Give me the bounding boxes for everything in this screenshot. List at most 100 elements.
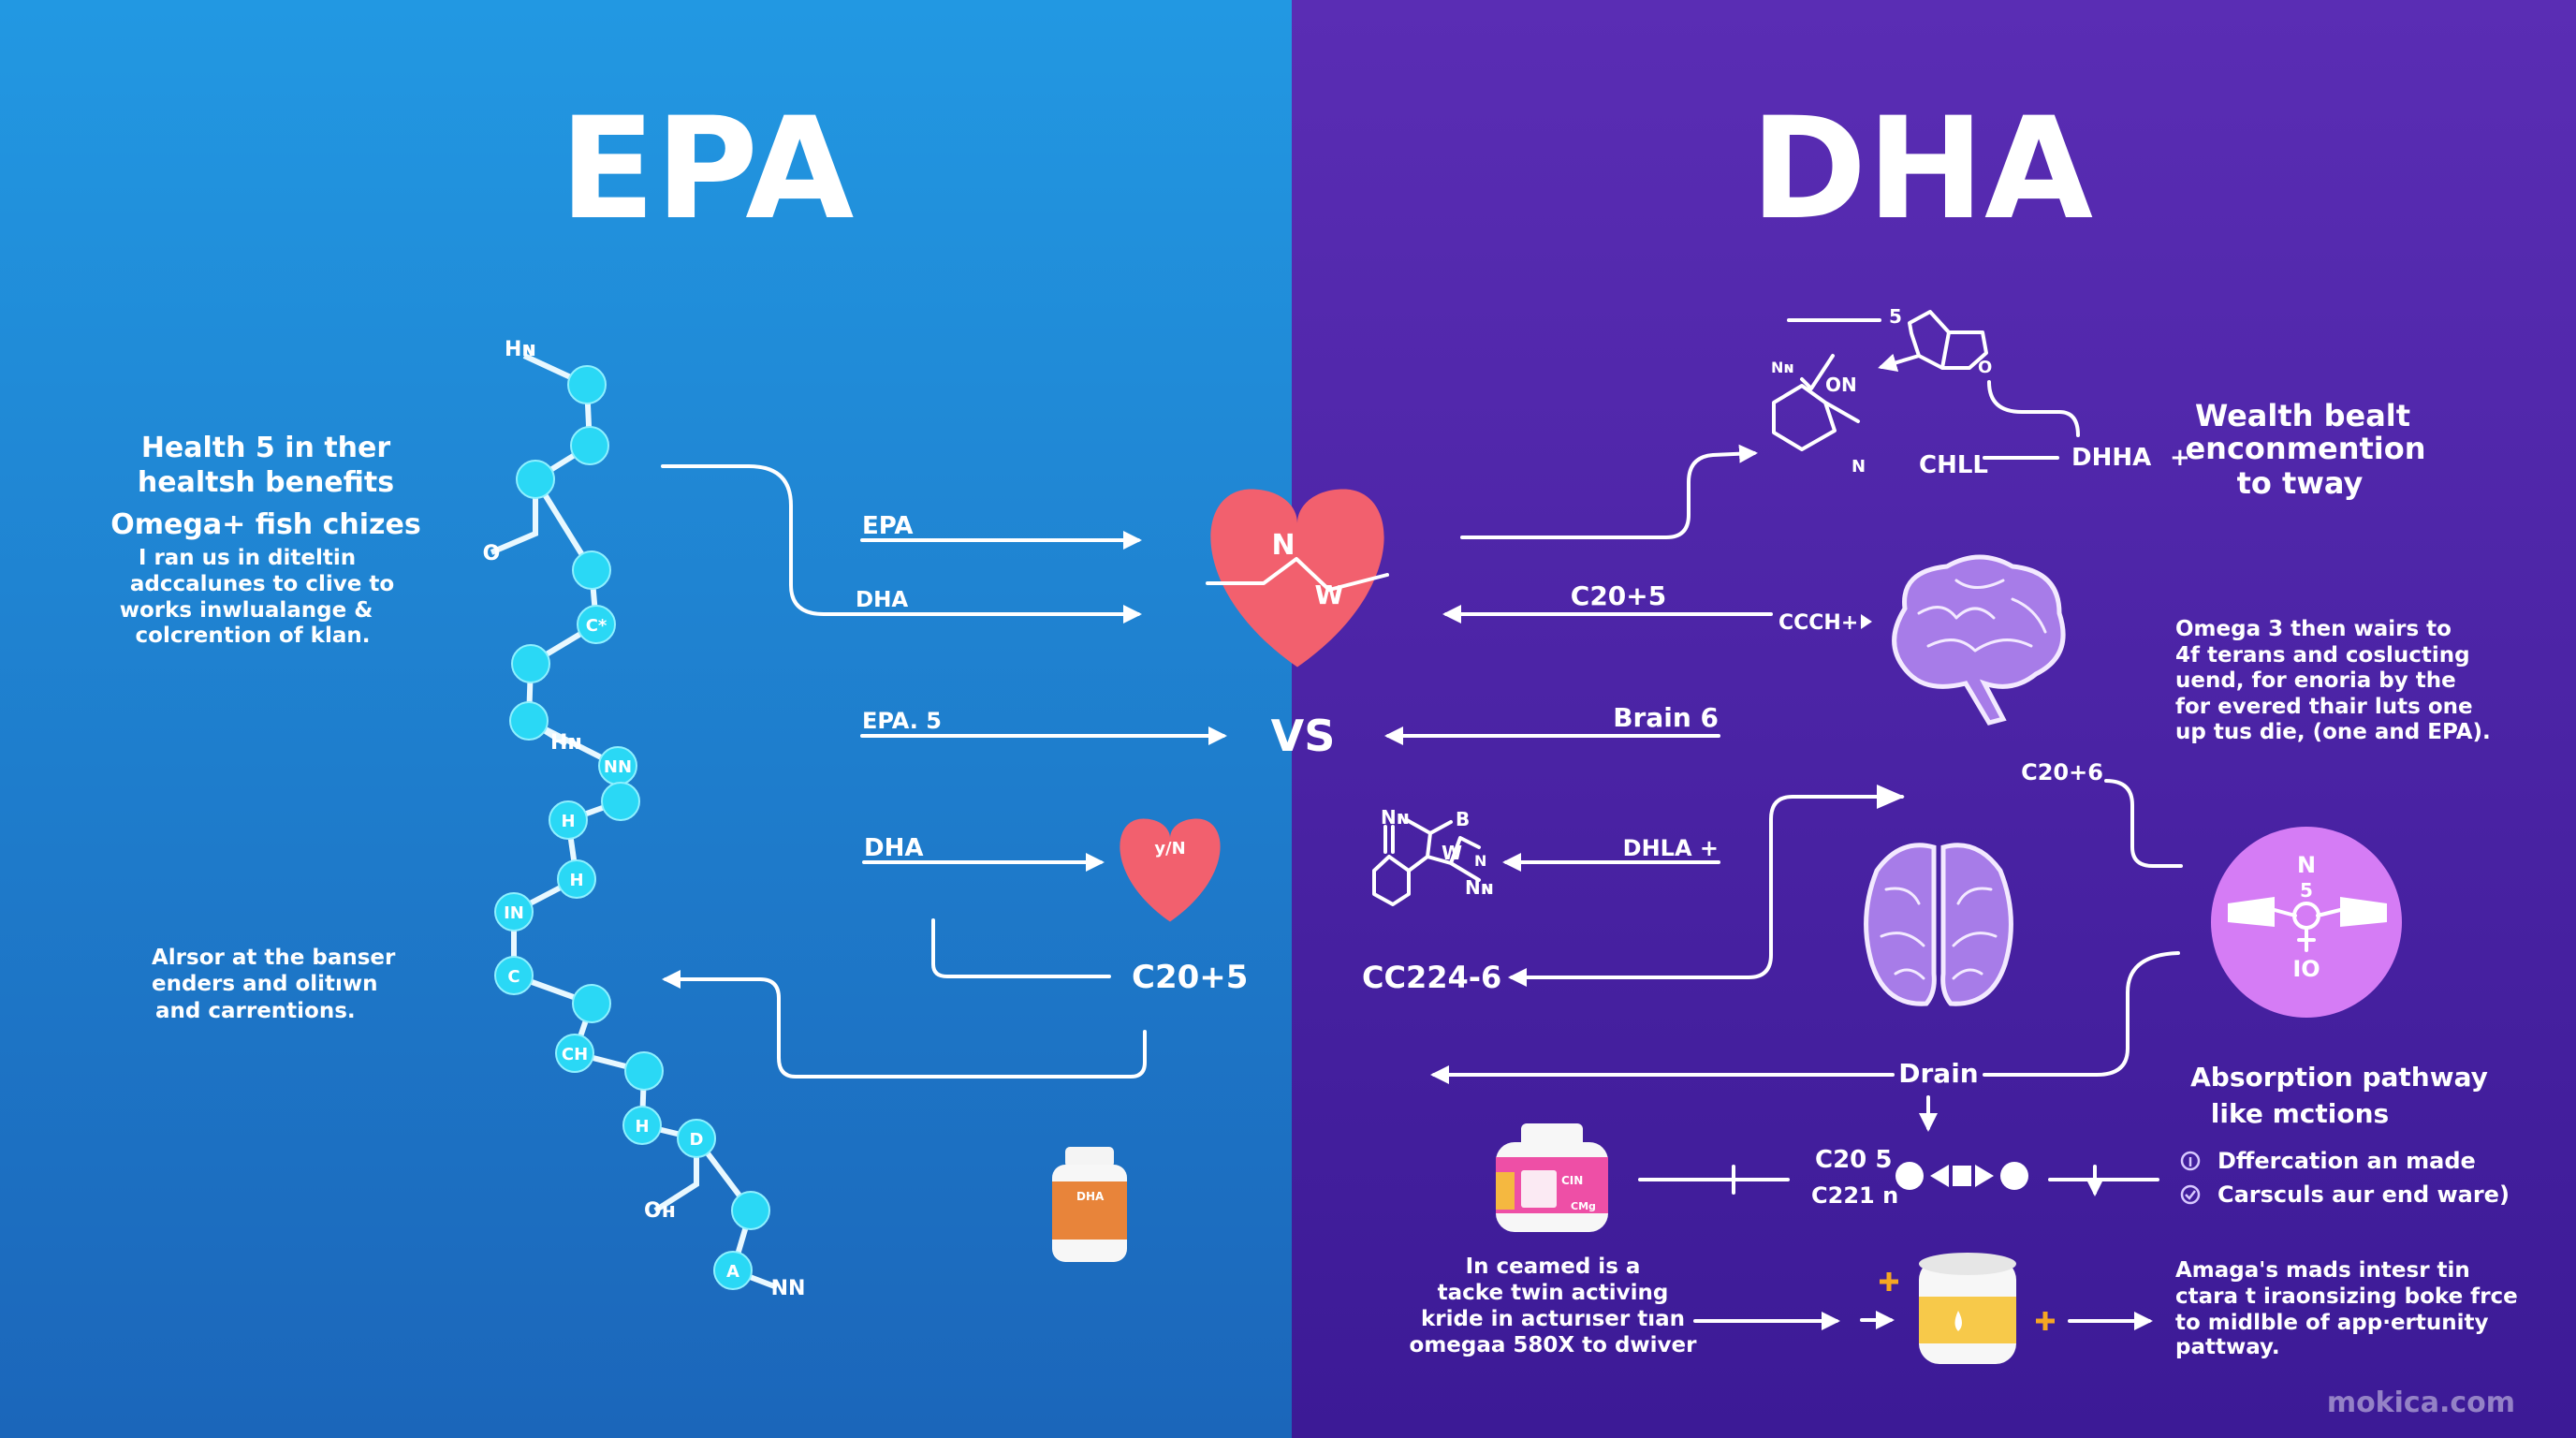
atom-node xyxy=(509,701,549,741)
atom-node xyxy=(511,644,550,683)
left-footer-line: enders and olitıwn xyxy=(152,972,378,996)
left-footer-line: and carrentions. xyxy=(155,999,356,1023)
brain-top-view-icon xyxy=(1864,843,2013,1006)
epa-label: EPA xyxy=(862,512,914,540)
c20-bracket xyxy=(931,918,1111,978)
atom-node xyxy=(713,1251,753,1290)
struct-label: O xyxy=(1978,358,1992,377)
struct-label: ON xyxy=(1825,374,1857,396)
right-heading-line: Wealth bealt xyxy=(2195,398,2410,433)
right-footer-block: Amaga's mads intesr tin ctara t iraonsiz… xyxy=(2175,1258,2518,1359)
plus-sign: + xyxy=(2170,444,2190,472)
left-footer-line: Alrsor at the banser xyxy=(152,946,396,970)
atom-node xyxy=(622,1106,662,1145)
atom-node xyxy=(494,956,534,995)
watermark: mokica.com xyxy=(2327,1387,2515,1419)
ccch-label: CCCH+ xyxy=(1778,611,1858,635)
right-heading-block: Wealth bealt enconmention to tway xyxy=(2185,398,2425,501)
check-circle-icon xyxy=(2180,1184,2201,1205)
c20-5-right-label: C20+5 xyxy=(1571,580,1666,611)
small-heart-label: y/N xyxy=(1154,839,1185,858)
left-flow: EPA DHA EPA. 5 DHA C20+5 VS xyxy=(661,464,1336,1078)
dhla-label: DHLA + xyxy=(1623,835,1719,861)
left-body-line: works inwlualange & xyxy=(120,598,373,623)
atom-node xyxy=(624,1051,664,1091)
dha-chemical-structure: Nɴ B W N Nɴ xyxy=(1372,806,1494,906)
left-footer-block: Alrsor at the banser enders and olitıwn … xyxy=(152,946,396,1023)
supplement-bottle-icon: DHA xyxy=(1052,1147,1127,1262)
caption-line: tacke twin activing xyxy=(1438,1281,1669,1305)
c20s-label: C20 5 xyxy=(1815,1146,1892,1174)
left-body-line: I ran us in diteltin xyxy=(139,546,356,570)
pink-supplement-bottle-icon: CIN CMg xyxy=(1496,1123,1608,1232)
struct-label: B xyxy=(1456,808,1470,830)
struct-label: W xyxy=(1442,842,1462,864)
left-benefits-block: Health 5 in ther healtsh benefits Omega+… xyxy=(110,432,420,648)
bottle-connector xyxy=(1638,1165,1790,1195)
ccch-arrowhead xyxy=(1861,614,1872,629)
right-heading-line: to tway xyxy=(2237,465,2364,501)
atom-label: A xyxy=(726,1262,739,1282)
right-body-line: Omega 3 then wairs to xyxy=(2175,617,2452,641)
left-heading-line: healtsh benefits xyxy=(138,466,394,499)
right-body-line: 4f terans and coslucting xyxy=(2175,643,2470,668)
struct-label: N xyxy=(1852,457,1866,477)
yellow-supplement-bottle-icon xyxy=(1919,1253,2016,1364)
atom-node xyxy=(570,426,609,465)
atom-node xyxy=(555,1034,594,1073)
caption-line: In ceamed is a xyxy=(1466,1255,1641,1279)
return-loop-arrow xyxy=(662,970,1147,1078)
bottle-label: DHA xyxy=(1076,1190,1105,1203)
struct-label: 5 xyxy=(1889,305,1902,328)
atom-node xyxy=(731,1191,770,1230)
plus-icon xyxy=(1880,1272,1898,1291)
atom-label: H xyxy=(635,1117,649,1137)
left-body-line: adccalunes to clive to xyxy=(130,572,394,596)
absorption-title: Absorption pathway xyxy=(2190,1062,2488,1093)
atom-node xyxy=(572,984,611,1023)
bottle-caption: In ceamed is a tacke twin activing kride… xyxy=(1410,1255,1698,1357)
chll-label: CHLL xyxy=(1919,451,1988,479)
atom-node xyxy=(494,892,534,932)
atom-node xyxy=(677,1119,716,1158)
top-chemical-structure: 5 Nɴ ON N O CHLL DHHA + xyxy=(1771,305,2190,479)
atom-label: IN xyxy=(504,903,524,923)
epa5-label: EPA. 5 xyxy=(862,708,942,734)
c221-label: C221 n xyxy=(1811,1182,1898,1209)
struct-label: N xyxy=(1474,852,1486,870)
atom-label: Hɴ xyxy=(505,338,536,361)
absorption-subtitle: like mctions xyxy=(2211,1098,2389,1129)
atom-label: NN xyxy=(604,757,632,777)
epa-title: EPA xyxy=(560,88,855,251)
to-structure-arrow xyxy=(1460,444,1758,539)
bottle-label: CMg xyxy=(1571,1200,1596,1212)
heart-label-w: W xyxy=(1315,580,1344,610)
atom-label: NN xyxy=(771,1277,806,1300)
heart-label-n: N xyxy=(1271,529,1295,562)
plus-icon xyxy=(2036,1312,2055,1330)
right-heading-line: enconmention xyxy=(2185,431,2425,466)
dha-curve-arrow xyxy=(661,464,1142,624)
right-footer-line: to midlble of app·ertunity xyxy=(2175,1311,2489,1335)
receptor-label: IO xyxy=(2292,956,2320,982)
bottle-label: CIN xyxy=(1561,1174,1583,1187)
c20-6-label: C20+6 xyxy=(2021,759,2103,785)
atom-label: Oн xyxy=(644,1199,676,1223)
to-brain-arrowhead xyxy=(1877,785,1905,809)
absorption-block: Absorption pathway like mctions Dffercat… xyxy=(2180,1062,2510,1208)
absorption-arrow xyxy=(2048,1165,2159,1193)
cc224-loop-arrow xyxy=(1508,795,1904,987)
receptor-label: N xyxy=(2297,852,2316,878)
brain-icon xyxy=(1892,554,2066,726)
receptor-label: 5 xyxy=(2300,879,2313,902)
struct-label: Nɴ xyxy=(1465,876,1494,899)
right-body-line: up tus die, (one and EPA). xyxy=(2175,720,2491,744)
atom-label: Hɴ xyxy=(550,731,582,755)
heart-zigzag xyxy=(1206,557,1389,592)
c20-5-label: C20+5 xyxy=(1132,959,1248,996)
dhha-label: DHHA xyxy=(2071,444,2151,472)
dha-title: DHA xyxy=(1750,88,2093,251)
vs-label: VS xyxy=(1271,711,1336,761)
cc224-label: CC224-6 xyxy=(1362,960,1501,995)
